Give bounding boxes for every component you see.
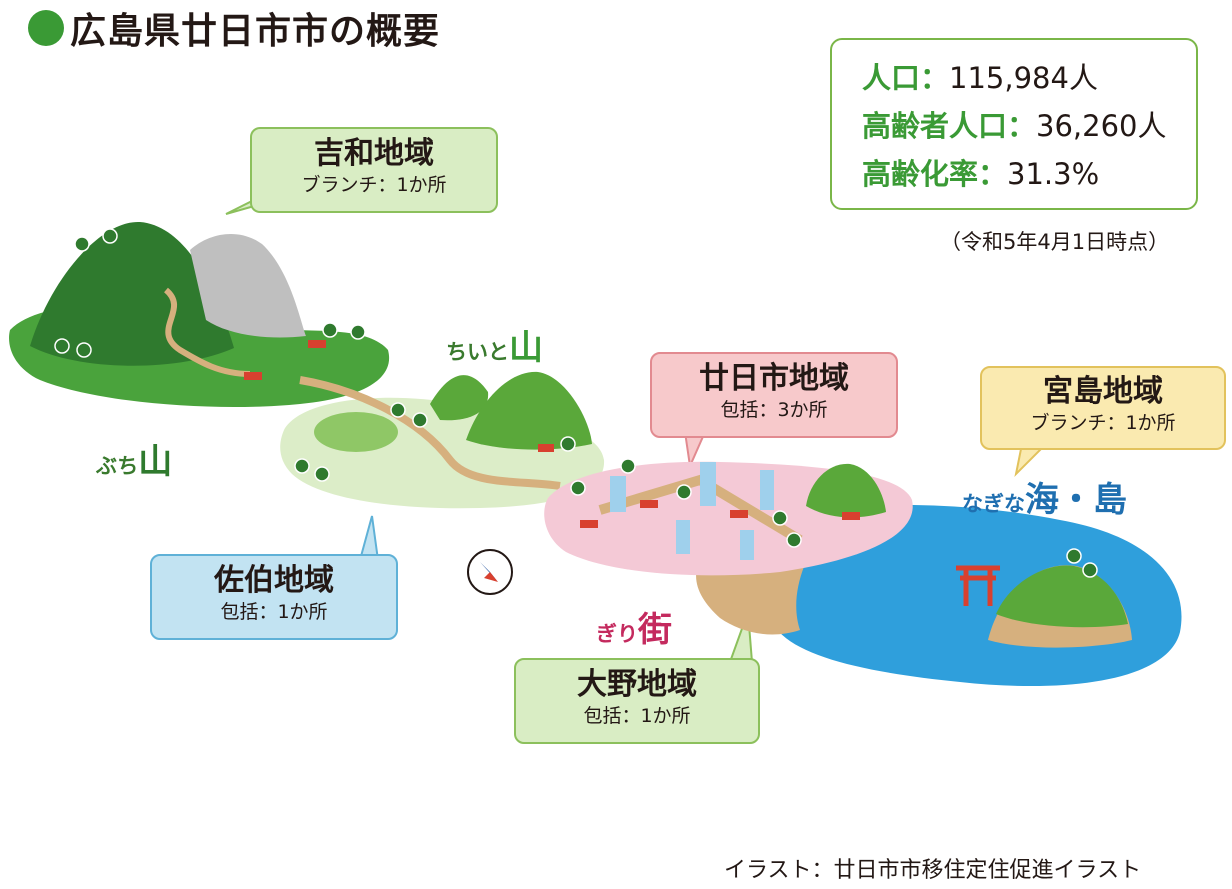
mountain-road	[163, 287, 251, 377]
title-text: 広島県廿日市市の概要	[70, 11, 441, 52]
giri-kanji: 街	[638, 610, 672, 650]
chiito-yama-label: ちいと山	[446, 320, 543, 369]
tree-icons	[54, 228, 1098, 578]
page-title: 広島県廿日市市の概要	[28, 4, 440, 52]
hatsukaichi-region-callout: 廿日市地域 包括：3か所	[650, 352, 898, 438]
giri-machi-label: ぎり街	[596, 602, 672, 651]
town-buildings	[610, 462, 774, 560]
torii-gate-icon	[956, 565, 1000, 606]
valley-road	[299, 376, 561, 490]
town-hill	[806, 463, 886, 518]
miyajima-region-name: 宮島地域	[1043, 374, 1163, 409]
miyajima-region-callout: 宮島地域 ブランチ：1か所	[980, 366, 1226, 450]
elderly-stat: 高齢者人口：36,260人	[862, 102, 1196, 150]
yoshiwa-mountain-grey	[190, 233, 306, 338]
stats-box: 人口：115,984人 高齢者人口：36,260人 高齢化率：31.3%	[830, 38, 1198, 210]
buchi-kanji: 山	[138, 442, 173, 482]
illustration-credit: イラスト：廿日市市移住定住促進イラスト	[724, 858, 1142, 883]
saeki-field	[314, 412, 398, 452]
buchi-yama-label: ぶち山	[96, 434, 172, 483]
elderly-label: 高齢者人口：	[862, 109, 1037, 143]
saeki-region-detail: 包括：1か所	[220, 601, 328, 623]
ono-region-name: 大野地域	[577, 667, 697, 702]
hatsukaichi-region-detail: 包括：3か所	[720, 399, 828, 421]
compass-icon	[467, 549, 513, 595]
population-label: 人口：	[862, 61, 950, 95]
chiito-kanji: 山	[509, 328, 543, 368]
chiito-hill-left	[430, 375, 489, 421]
aging-rate-value: 31.3%	[1007, 157, 1100, 191]
ono-region-callout: 大野地域 包括：1か所	[514, 658, 760, 744]
miyajima-region-detail: ブランチ：1か所	[1030, 412, 1176, 434]
chiito-hill-right	[466, 371, 592, 450]
population-stat: 人口：115,984人	[862, 54, 1196, 102]
nagina-kana: なぎな	[962, 492, 1025, 516]
as-of-date: （令和5年4月1日時点）	[940, 230, 1170, 254]
chiito-kana: ちいと	[446, 340, 509, 364]
yoshiwa-region-detail: ブランチ：1か所	[301, 174, 447, 196]
nagina-umi-shima-label: なぎな海・島	[962, 472, 1127, 521]
ono-region-detail: 包括：1か所	[583, 705, 691, 727]
yoshiwa-region-callout: 吉和地域 ブランチ：1か所	[250, 127, 498, 213]
elderly-value: 36,260人	[1036, 109, 1167, 143]
saeki-region-name: 佐伯地域	[214, 563, 334, 598]
buchi-kana: ぶち	[96, 454, 139, 478]
hatsukaichi-region-name: 廿日市地域	[699, 361, 849, 396]
population-value: 115,984人	[949, 61, 1098, 95]
miyajima-island-hill	[996, 565, 1128, 628]
house-roofs	[244, 340, 860, 528]
saeki-region-callout: 佐伯地域 包括：1か所	[150, 554, 398, 640]
nagina-kanji: 海・島	[1025, 480, 1127, 520]
yoshiwa-region-name: 吉和地域	[314, 136, 434, 171]
aging-rate-label: 高齢化率：	[862, 157, 1008, 191]
title-bullet-icon	[28, 10, 64, 46]
yoshiwa-mountain-dark	[30, 221, 234, 366]
giri-kana: ぎり	[596, 622, 638, 646]
aging-rate-stat: 高齢化率：31.3%	[862, 150, 1196, 198]
